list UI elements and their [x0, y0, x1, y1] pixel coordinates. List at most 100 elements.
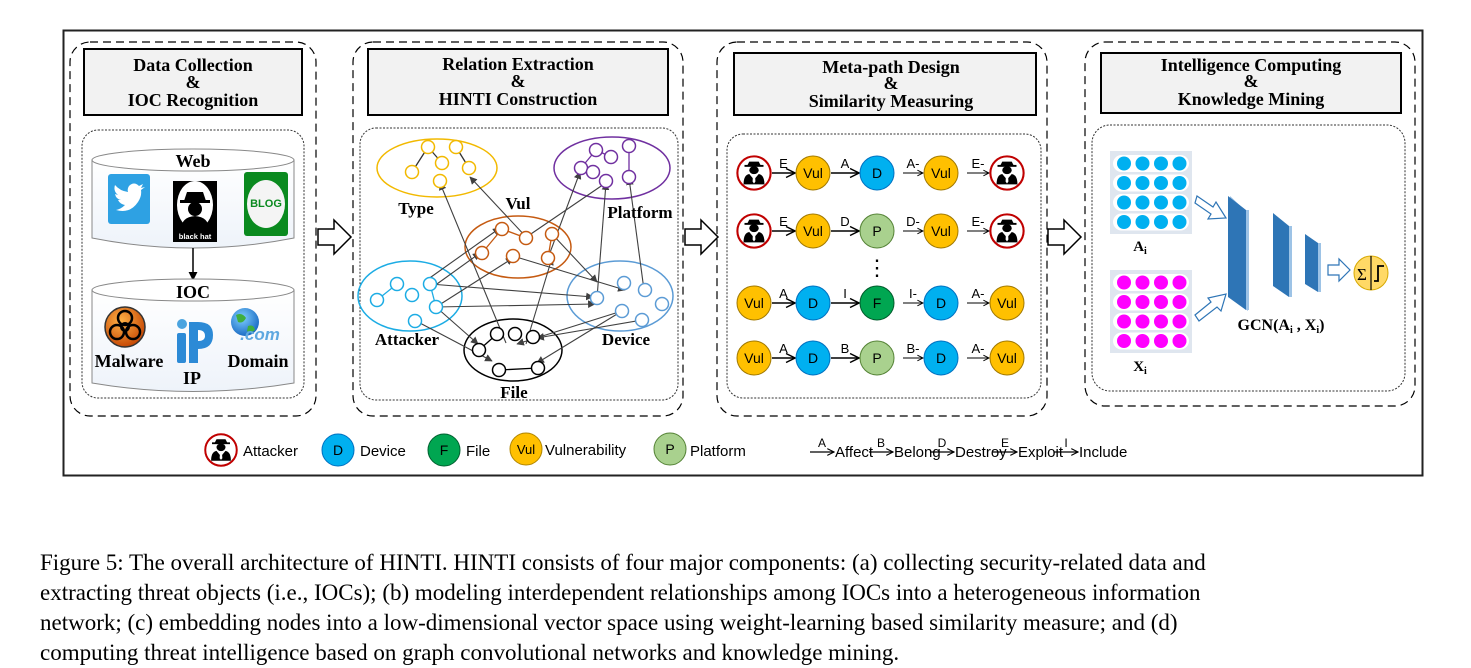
metapath-node: [859, 340, 895, 376]
relation-arrow: [551, 233, 598, 283]
matrix-cell: [1117, 176, 1131, 190]
relation-arrow: [536, 319, 643, 341]
gcn-layer-1: [1228, 196, 1249, 311]
matrix-row: [1113, 174, 1189, 192]
matrix-cell: [1172, 195, 1187, 210]
caption-line: extracting threat objects (i.e., IOCs); …: [40, 580, 1201, 605]
panel-relation-extraction: Relation Extraction & HINTI Construction…: [352, 41, 684, 417]
metapath-node-label: Vul: [803, 223, 823, 239]
entity-node: [530, 360, 546, 376]
matrix-cell: [1172, 176, 1187, 190]
caption-line: network; (c) embedding nodes into a low-…: [40, 610, 1178, 635]
entity-node: [369, 292, 385, 308]
relation-arrow: [423, 227, 501, 283]
hinti-network: [357, 136, 674, 382]
metapath-node-label: Vul: [931, 223, 951, 239]
entity-node: [422, 276, 438, 292]
relation-arrow: [435, 300, 596, 308]
entity-node: [428, 299, 444, 315]
metapath-edge-label: A-: [972, 341, 985, 356]
entity-node: [494, 221, 510, 237]
entity-node: [432, 173, 448, 189]
matrix-x-label: Xi: [1133, 359, 1147, 377]
legend-label: Vulnerability: [545, 442, 627, 459]
legend-edge-symbol: A: [818, 436, 826, 450]
metapath-edge-label: I: [843, 286, 847, 301]
matrix-row: [1113, 293, 1189, 311]
metapath-node-label: Vul: [997, 295, 1017, 311]
legend-symbol: Vul: [517, 442, 535, 457]
entity-node: [389, 276, 405, 292]
metapath-edge-label: E-: [972, 156, 985, 171]
metapath-edge-label: E: [779, 214, 788, 229]
cluster-file: [463, 318, 563, 382]
metapath-edge-label: D-: [906, 214, 920, 229]
matrix-cell: [1172, 215, 1187, 229]
activation-icon: Σ: [1353, 255, 1389, 291]
relation-arrow: [435, 257, 514, 308]
matrix-cell: [1117, 156, 1131, 171]
cluster-vul: [464, 215, 572, 279]
matrix-cell: [1117, 295, 1131, 309]
legend-edge-affect: A Affect: [810, 436, 874, 461]
figure-caption: Figure 5: The overall architecture of HI…: [40, 548, 1460, 668]
panel-title-line1: Meta-path Design: [822, 57, 960, 77]
metapath-node: [923, 340, 959, 376]
legend-symbol: F: [440, 442, 449, 458]
relation-arrow: [547, 171, 582, 259]
entity-node: [588, 142, 604, 158]
relation-arrow: [512, 255, 626, 292]
panel-outline: [716, 41, 1048, 417]
panel-outline: [352, 41, 684, 417]
relation-arrow: [525, 257, 554, 345]
gcn-layer-3: [1305, 234, 1321, 292]
gcn-label: GCN(Ai , Xi): [1238, 317, 1325, 336]
relation-arrow: [435, 306, 479, 345]
caption-line: Figure 5: The overall architecture of HI…: [40, 550, 1206, 575]
entity-node: [518, 230, 534, 246]
panel-inner: [81, 129, 305, 399]
legend-item-platform: P Platform: [653, 432, 746, 466]
entity-node: [616, 275, 632, 291]
legend-edge-label: Include: [1079, 444, 1127, 461]
panel-inner: [1091, 124, 1406, 392]
matrix-cell: [1172, 314, 1187, 329]
matrix-cell: [1117, 195, 1131, 210]
entity-node: [505, 248, 521, 264]
blackhat-icon: black hat: [173, 181, 217, 242]
metapath-node: [736, 285, 772, 321]
entity-node: [525, 329, 541, 345]
legend-label: Platform: [690, 443, 746, 460]
metapath-node: [859, 285, 895, 321]
biohazard-icon: [104, 306, 146, 348]
metapath-node: [736, 340, 772, 376]
web-label: Web: [175, 151, 210, 171]
entity-node: [585, 164, 601, 180]
entity-node: [407, 313, 423, 329]
metapath-ellipsis: ⋮: [866, 255, 888, 280]
blog-icon: BLOG: [244, 172, 288, 236]
matrix-cell: [1135, 195, 1150, 210]
entity-node: [637, 282, 653, 298]
matrix-cell: [1117, 215, 1131, 229]
figure-frame: [62, 29, 1424, 477]
legend-edge-symbol: B: [877, 436, 885, 450]
attacker-node-icon: [989, 213, 1025, 249]
matrix-cell: [1135, 314, 1150, 329]
ioc-item-domain: Domain: [227, 351, 288, 371]
ioc-database: IOC Malware IP .com: [91, 278, 295, 392]
legend-edge-label: Affect: [835, 444, 874, 461]
entity-node: [471, 342, 487, 358]
cluster-type: [376, 138, 498, 198]
matrix-cell: [1154, 334, 1168, 348]
panel-title-line2: Similarity Measuring: [809, 91, 974, 111]
metapath-edge-label: A: [841, 156, 850, 171]
matrix-a-label: Ai: [1133, 239, 1147, 257]
cluster-attacker: [357, 260, 463, 332]
metapath-edge-label: B-: [907, 341, 920, 356]
flow-arrow-b-c: [684, 218, 720, 256]
entity-node: [404, 164, 420, 180]
panel-title-line1: Relation Extraction: [442, 54, 593, 74]
